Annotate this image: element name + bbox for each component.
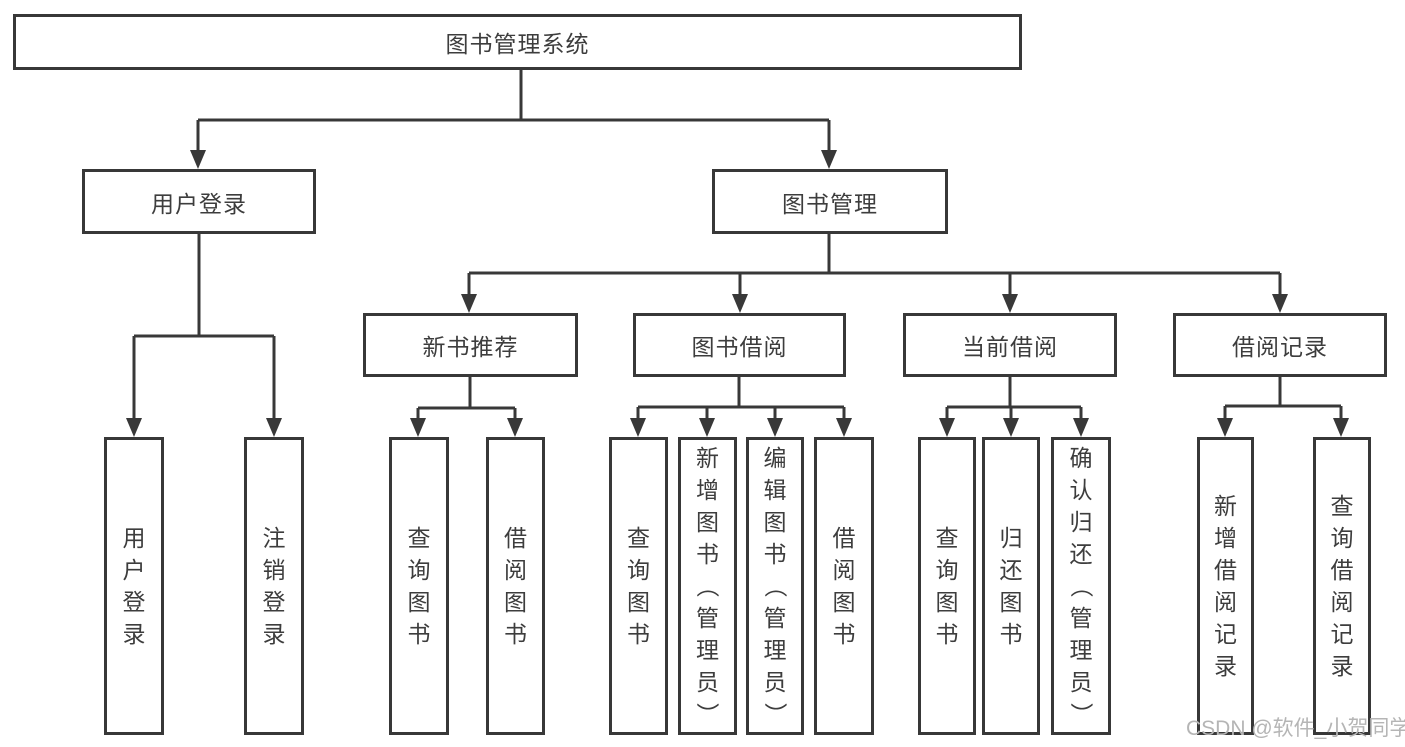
leaf-bb-add-books-admin-label: 新增图书（管理员） (694, 445, 721, 726)
leaf-nbr-query-books: 查询图书 (389, 437, 449, 735)
leaf-bb-borrow-books-label: 借阅图书 (832, 525, 856, 647)
leaf-cb-return-books-label: 归还图书 (999, 525, 1023, 647)
leaf-cb-query-books: 查询图书 (918, 437, 976, 735)
leaf-user-login-label: 用户登录 (122, 525, 146, 647)
leaf-bb-edit-books-admin-label: 编辑图书（管理员） (762, 445, 788, 726)
node-current-borrowing: 当前借阅 (903, 313, 1117, 377)
leaf-logout-label: 注销登录 (262, 525, 286, 647)
node-library-system-label: 图书管理系统 (445, 31, 590, 57)
leaf-cb-confirm-return-admin-label: 确认归还（管理员） (1068, 445, 1094, 726)
leaf-cb-query-books-label: 查询图书 (935, 525, 959, 647)
node-new-book-recommend: 新书推荐 (363, 313, 578, 377)
leaf-nbr-borrow-books: 借阅图书 (486, 437, 545, 735)
node-borrowing-records-label: 借阅记录 (1232, 334, 1328, 360)
node-user-login-group: 用户登录 (82, 169, 316, 234)
node-current-borrowing-label: 当前借阅 (962, 334, 1058, 360)
node-borrowing-records: 借阅记录 (1173, 313, 1387, 377)
node-book-borrowing-label: 图书借阅 (691, 334, 788, 360)
leaf-br-query-record-label: 查询借阅记录 (1330, 493, 1354, 679)
arrowheads (126, 150, 1349, 437)
leaf-br-add-record: 新增借阅记录 (1197, 437, 1254, 735)
leaf-nbr-borrow-books-label: 借阅图书 (504, 525, 527, 647)
leaf-bb-query-books: 查询图书 (609, 437, 668, 735)
leaf-bb-query-books-label: 查询图书 (627, 525, 650, 647)
leaf-br-query-record: 查询借阅记录 (1313, 437, 1371, 735)
leaf-logout: 注销登录 (244, 437, 304, 735)
leaf-bb-edit-books-admin: 编辑图书（管理员） (746, 437, 804, 735)
node-user-login-group-label: 用户登录 (151, 190, 247, 217)
leaf-cb-return-books: 归还图书 (982, 437, 1040, 735)
node-library-system: 图书管理系统 (13, 14, 1022, 70)
leaf-user-login: 用户登录 (104, 437, 164, 735)
leaf-bb-borrow-books: 借阅图书 (814, 437, 874, 735)
node-new-book-recommend-label: 新书推荐 (422, 334, 519, 360)
leaf-nbr-query-books-label: 查询图书 (407, 525, 431, 647)
leaf-cb-confirm-return-admin: 确认归还（管理员） (1051, 437, 1111, 735)
node-book-management-label: 图书管理 (782, 190, 878, 217)
leaf-br-add-record-label: 新增借阅记录 (1214, 493, 1237, 679)
node-book-management: 图书管理 (712, 169, 948, 234)
node-book-borrowing: 图书借阅 (633, 313, 846, 377)
leaf-bb-add-books-admin: 新增图书（管理员） (678, 437, 737, 735)
csdn-watermark: CSDN @软件_小贺同学 (1186, 717, 1405, 740)
